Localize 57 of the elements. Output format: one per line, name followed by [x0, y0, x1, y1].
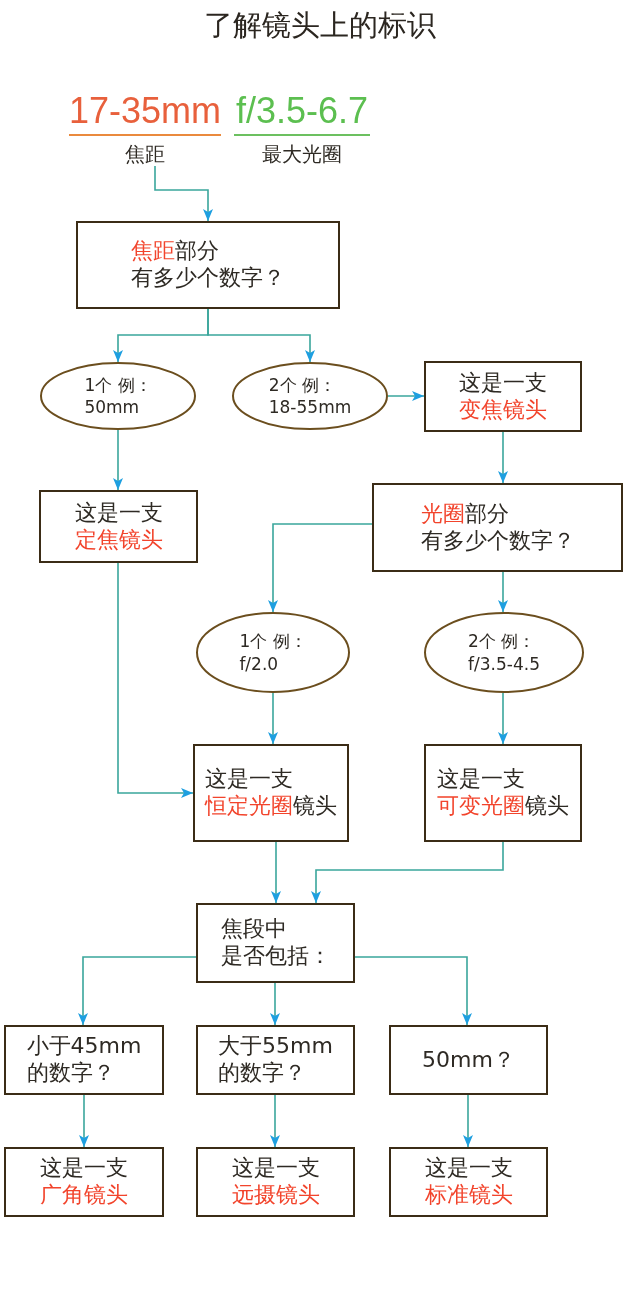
example-ellipse [424, 612, 584, 693]
box-text: 这是一支变焦镜头 [459, 369, 547, 424]
flow-arrow [78, 956, 197, 1026]
flow-arrow [463, 1094, 473, 1148]
process-box [196, 1147, 355, 1217]
flow-arrow [387, 391, 425, 401]
process-box [76, 221, 340, 309]
diagram-title: 了解镜头上的标识 [204, 7, 436, 44]
flow-arrow [498, 692, 508, 745]
process-box [39, 490, 198, 563]
box-text: 50mm？ [422, 1046, 515, 1074]
ellipse-text: 2个 例：18-55mm [268, 373, 352, 419]
process-box [4, 1025, 164, 1095]
box-text: 这是一支恒定光圈镜头 [205, 766, 337, 820]
spec-caption: 焦距 [125, 142, 165, 166]
flow-arrow [354, 956, 472, 1026]
flow-arrow [271, 841, 281, 904]
process-box [196, 1025, 355, 1095]
example-ellipse [196, 612, 350, 693]
flow-arrow [79, 1094, 89, 1148]
process-box [372, 483, 623, 572]
box-text: 焦距部分有多少个数字？ [131, 238, 285, 292]
ellipse-text: 1个 例：f/2.0 [239, 630, 307, 675]
box-text: 大于55mm的数字？ [218, 1033, 333, 1087]
ellipse-text: 1个 例：50mm [84, 373, 152, 419]
ellipse-text: 2个 例：f/3.5-4.5 [468, 630, 540, 675]
aperture-value: f/3.5-6.7 [234, 90, 370, 136]
box-text: 这是一支广角镜头 [40, 1155, 128, 1209]
flow-arrow [268, 692, 278, 745]
flow-arrow [207, 308, 315, 363]
example-ellipse [232, 362, 388, 430]
process-box [4, 1147, 164, 1217]
flow-arrow [270, 1094, 280, 1148]
focal-length-value: 17-35mm [68, 90, 222, 136]
box-text: 这是一支远摄镜头 [231, 1155, 320, 1209]
flow-arrow [268, 523, 373, 613]
box-text: 这是一支标准镜头 [424, 1155, 513, 1209]
box-text: 光圈部分有多少个数字？ [420, 500, 575, 555]
process-box [389, 1147, 548, 1217]
flow-arrow [498, 571, 508, 613]
flow-arrow [113, 429, 123, 491]
process-box [424, 361, 582, 432]
flow-arrow [498, 431, 508, 484]
box-text: 这是一支可变光圈镜头 [437, 766, 569, 820]
process-box [193, 744, 349, 842]
flow-arrow [270, 982, 280, 1026]
flow-arrow [154, 165, 213, 222]
process-box [424, 744, 582, 842]
box-text: 焦段中是否包括： [220, 916, 331, 970]
example-ellipse [40, 362, 196, 430]
flow-arrow [117, 562, 194, 798]
process-box [196, 903, 355, 983]
box-text: 这是一支定焦镜头 [74, 499, 163, 554]
spec-caption: 最大光圈 [261, 142, 343, 166]
flow-arrow [311, 841, 504, 904]
process-box [389, 1025, 548, 1095]
box-text: 小于45mm的数字？ [26, 1033, 142, 1087]
